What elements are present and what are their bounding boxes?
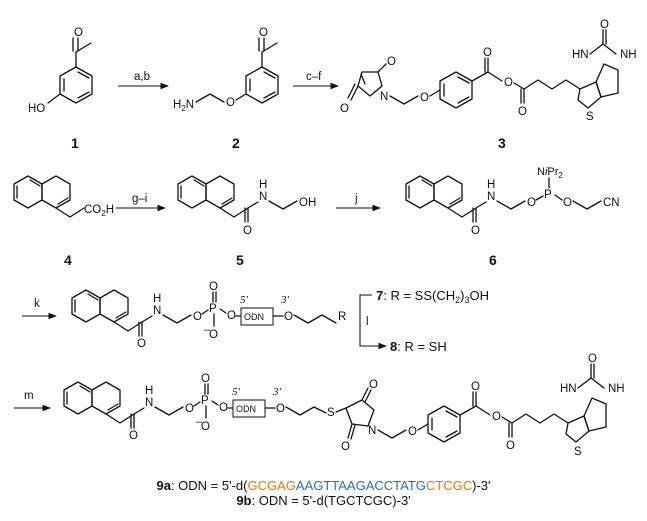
svg-text:O: O <box>492 411 501 423</box>
five-prime-label: 5' <box>240 294 249 306</box>
compound-3-structure: O O N O O O O S HN NH O <box>340 19 637 123</box>
three-prime-label: 3' <box>280 294 290 306</box>
svg-text:H: H <box>259 179 267 191</box>
compound-6-label: 6 <box>489 252 497 268</box>
r-group-7-definition: 7: R = SS(CH2)3OH <box>376 288 489 305</box>
compound-2-structure: H2N O O <box>173 27 279 113</box>
carboxylic-acid-label: CO2H <box>84 204 114 218</box>
alcohol-oh: OH <box>299 197 316 209</box>
svg-text:3': 3' <box>272 386 282 398</box>
svg-text:O: O <box>563 197 572 209</box>
svg-text:H: H <box>487 179 495 191</box>
hydroxyl-label: HO <box>28 103 45 115</box>
svg-text:O: O <box>209 329 218 341</box>
svg-text:S: S <box>574 446 582 458</box>
reagent-k: k <box>34 298 40 310</box>
svg-text:O: O <box>588 353 597 365</box>
svg-text:O: O <box>600 19 609 31</box>
svg-text:O: O <box>259 27 268 39</box>
svg-text:O: O <box>137 338 146 350</box>
svg-text:H: H <box>145 385 153 397</box>
compound-6-structure: O N H O P NiPr2 O CN <box>405 166 620 237</box>
compound-5-structure: O N H OH <box>177 175 316 237</box>
svg-text:O: O <box>129 430 138 442</box>
reagent-cf: c–f <box>306 71 322 83</box>
svg-text:O: O <box>504 77 513 89</box>
svg-text:O: O <box>243 225 252 237</box>
sequence-9a: 9a: ODN = 5'-d(GCGAGAAGTTAAGACCTATGCTCGC… <box>156 478 491 493</box>
svg-text:O: O <box>284 311 293 323</box>
reagent-l: l <box>366 316 369 328</box>
svg-text:O: O <box>201 421 210 433</box>
svg-text:HN: HN <box>560 383 577 395</box>
phosphorus-p: P <box>544 189 552 201</box>
svg-text:O: O <box>483 47 492 59</box>
compound-2-label: 2 <box>232 135 240 151</box>
reagent-m: m <box>24 390 34 402</box>
arrow-l <box>359 294 388 350</box>
svg-text:O: O <box>340 103 349 115</box>
svg-text:O: O <box>193 311 202 323</box>
intermediate-7-structure: O N H O P O O – O ODN 5' 3' O R <box>71 281 346 350</box>
svg-text:N: N <box>145 397 153 409</box>
svg-text:5': 5' <box>232 386 241 398</box>
svg-text:O: O <box>420 92 429 104</box>
diisopropylamino-label: NiPr2 <box>537 166 563 180</box>
reagent-gi: g–i <box>132 193 147 205</box>
thiophane-s: S <box>586 111 594 123</box>
reagent-j: j <box>354 193 358 205</box>
thioether-s: S <box>327 407 335 419</box>
svg-text:–: – <box>204 324 211 336</box>
sequence-9b: 9b: ODN = 5'-d(TGCTCGC)-3' <box>236 493 411 508</box>
r-group: R <box>338 311 346 323</box>
svg-text:O: O <box>219 402 228 414</box>
compound-1-label: 1 <box>71 135 79 151</box>
svg-text:H2N: H2N <box>173 99 194 113</box>
compound-9-structure: O N H O P O O – O ODN 5' 3' O S O O N <box>63 353 625 458</box>
svg-text:O: O <box>227 310 236 322</box>
svg-text:O: O <box>387 56 396 68</box>
svg-text:O: O <box>506 440 515 452</box>
svg-text:O: O <box>471 225 480 237</box>
svg-text:O: O <box>276 403 285 415</box>
svg-text:N: N <box>487 191 495 203</box>
svg-text:O: O <box>518 106 527 118</box>
svg-text:N: N <box>259 191 267 203</box>
svg-text:ODN: ODN <box>236 404 256 414</box>
succinimide-n: N <box>368 425 376 437</box>
svg-text:O: O <box>471 381 480 393</box>
svg-text:H: H <box>153 293 161 305</box>
svg-text:O: O <box>341 441 350 453</box>
svg-text:O: O <box>408 426 417 438</box>
carbonyl-o: O <box>74 27 83 39</box>
svg-text:O: O <box>209 281 218 293</box>
svg-text:N: N <box>153 305 161 317</box>
sequence-definitions: 9a: ODN = 5'-d(GCGAGAAGTTAAGACCTATGCTCGC… <box>0 478 647 508</box>
compound-5-label: 5 <box>236 252 244 268</box>
nitrile-cn: CN <box>603 197 620 209</box>
svg-text:–: – <box>196 416 203 428</box>
compound-4-label: 4 <box>64 252 72 268</box>
svg-text:P: P <box>209 303 217 315</box>
odn-box-label: ODN <box>244 312 264 322</box>
maleimide-n: N <box>380 91 388 103</box>
compound-4-structure: CO2H <box>13 175 114 218</box>
svg-text:O: O <box>527 197 536 209</box>
ether-o: O <box>226 97 235 109</box>
reagent-ab: a,b <box>134 71 150 83</box>
svg-text:O: O <box>369 379 378 391</box>
svg-text:NH: NH <box>620 49 637 61</box>
compound-3-label: 3 <box>498 135 506 151</box>
svg-text:O: O <box>185 403 194 415</box>
svg-text:P: P <box>201 395 209 407</box>
compound-1-structure: O HO <box>28 27 93 115</box>
r-group-8-definition: 8: R = SH <box>390 339 447 354</box>
svg-text:HN: HN <box>572 49 589 61</box>
svg-text:NH: NH <box>608 383 625 395</box>
svg-text:O: O <box>201 373 210 385</box>
